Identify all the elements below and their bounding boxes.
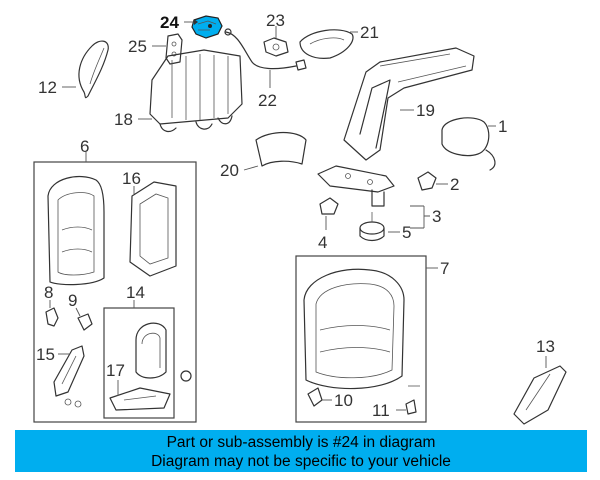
leader-20 <box>243 165 259 171</box>
part-15 <box>53 345 85 408</box>
part-13 <box>513 365 567 425</box>
part-22 <box>224 28 307 71</box>
part-8 <box>45 307 59 327</box>
callout-6: 6 <box>80 137 89 156</box>
callout-16: 16 <box>122 169 141 188</box>
callout-2: 2 <box>450 175 459 194</box>
banner-line-2: Diagram may not be specific to your vehi… <box>151 453 451 470</box>
callout-12: 12 <box>38 78 57 97</box>
callout-19: 19 <box>416 101 435 120</box>
group-box-7 <box>295 255 427 423</box>
part-4 <box>319 197 339 215</box>
group-box-14 <box>103 307 175 419</box>
callout-5: 5 <box>402 223 411 242</box>
part-21 <box>299 29 354 59</box>
part-10 <box>307 387 323 407</box>
callout-20: 20 <box>220 161 239 180</box>
part-18 <box>149 49 243 133</box>
leader-9 <box>75 307 81 317</box>
group-box-6 <box>33 161 197 423</box>
leader-24-arrow <box>194 19 198 25</box>
part-12 <box>78 40 109 99</box>
part-25 <box>165 33 183 65</box>
small-clip <box>180 370 192 382</box>
callout-8: 8 <box>44 283 53 302</box>
callout-22: 22 <box>258 91 277 110</box>
part-6-seat-cover <box>47 175 105 286</box>
callout-17: 17 <box>106 361 125 380</box>
callout-7: 7 <box>440 259 449 278</box>
part-2 <box>417 171 437 191</box>
callout-18: 18 <box>114 110 133 129</box>
part-20 <box>255 131 307 167</box>
callout-1: 1 <box>498 117 507 136</box>
part-5 <box>359 212 385 242</box>
part-11 <box>405 385 420 415</box>
banner-line-1: Part or sub-assembly is #24 in diagram <box>166 434 436 451</box>
callout-25: 25 <box>128 37 147 56</box>
part-19 <box>343 47 475 161</box>
part-14-armrest <box>135 322 167 379</box>
part-17 <box>109 387 171 411</box>
callout-21: 21 <box>360 23 379 42</box>
part-24-highlighted[interactable] <box>191 15 223 39</box>
part-1 <box>441 117 496 171</box>
info-banner: Part or sub-assembly is #24 in diagram D… <box>15 430 587 472</box>
callout-13: 13 <box>536 337 555 356</box>
callout-9: 9 <box>68 291 77 310</box>
part-3 <box>317 165 395 207</box>
parts-diagram: 24 25 12 18 22 23 21 <box>33 11 567 425</box>
part-16 <box>129 181 177 277</box>
callout-11: 11 <box>372 401 390 420</box>
callout-15: 15 <box>36 345 55 364</box>
callout-23: 23 <box>266 11 285 30</box>
callout-24: 24 <box>160 13 179 32</box>
part-9 <box>77 313 93 331</box>
part-7-seat-cover <box>303 268 405 390</box>
callout-10: 10 <box>334 391 353 410</box>
part-23 <box>263 37 289 57</box>
callout-3: 3 <box>432 207 441 226</box>
callout-4: 4 <box>318 233 327 252</box>
callout-14: 14 <box>126 283 145 302</box>
leader-3 <box>410 205 430 229</box>
